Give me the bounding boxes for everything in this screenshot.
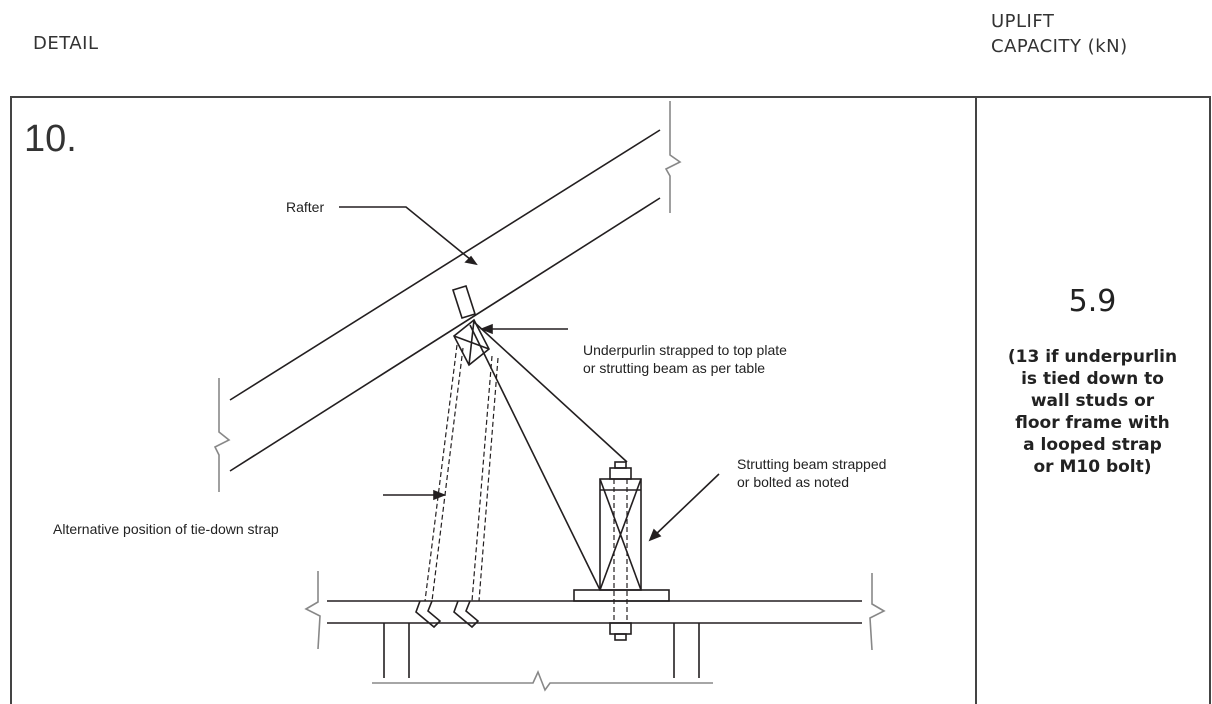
hook [415,600,442,629]
beam-base-plate [573,589,670,602]
top-plate [327,600,862,624]
strutting-beam-label: Strutting beam strapped or bolted as not… [737,455,886,491]
underpurlin [451,285,491,367]
capacity-note-line-6: or M10 bolt) [1033,457,1152,477]
capacity-note-line-2: is tied down to [1021,369,1164,389]
underpurlin-wedge [451,285,477,319]
rafter-label: Rafter [286,199,325,215]
rafter-bottom-break [213,378,231,492]
arrowhead [648,528,662,542]
strutting-label-line-1: Strutting beam strapped [737,456,887,472]
rafter [229,129,661,472]
plate-left-break [304,571,321,650]
break-symbols [213,101,886,692]
capacity-note-line-1: (13 if underpurlin [1007,347,1178,367]
table-right-border [1209,96,1211,704]
wall-studs [383,623,700,678]
rafter-bottom-edge [229,197,661,472]
capacity-note-line-5: a looped strap [1023,435,1162,455]
table-left-border [10,96,12,704]
hook [453,600,480,629]
rafter-top-edge [229,129,661,401]
uplift-capacity-note: (13 if underpurlin is tied down to wall … [976,346,1209,478]
bolt-tail [614,633,627,641]
struts [469,321,628,591]
rafter-leader [339,206,477,265]
table-column-divider [975,96,977,704]
bolt [609,461,632,641]
strutting-label-line-2: or bolted as noted [737,474,850,490]
uplift-header-line-1: UPLIFT [991,11,1055,32]
rafter-top-break [664,101,682,213]
strap-dashed [431,347,464,602]
strut-right [473,321,628,463]
plate-right-break [869,573,886,651]
strut-left [469,324,601,591]
bolt-nut-top [609,467,632,480]
underpurlin-label: Underpurlin strapped to top plate or str… [583,341,787,377]
uplift-capacity-value: 5.9 [1068,284,1117,319]
alternative-tie-down-strap [424,344,499,602]
underpurlin-label-line-2: or strutting beam as per table [583,360,766,376]
table-frame-top [10,96,1210,704]
beam-cross [599,478,642,591]
capacity-note-line-4: floor frame with [1015,413,1170,433]
strutting-beam-leader [652,473,720,538]
underpurlin-cross [468,319,475,366]
bolt-head [614,461,627,469]
arrowhead [464,255,478,266]
uplift-header-line-2: CAPACITY (kN) [991,36,1128,57]
underpurlin-label-line-1: Underpurlin strapped to top plate [583,342,787,358]
strap-hooks [415,600,480,629]
arrowhead [433,489,447,501]
strutting-beam [573,478,670,602]
floor-break [372,669,713,692]
column-header-detail: DETAIL [33,33,99,54]
bolt-nut-bottom [609,622,632,635]
leaders [339,206,720,542]
detail-number: 10. [24,118,77,160]
alternative-strap-label: Alternative position of tie-down strap [53,521,279,537]
arrowhead [479,323,493,335]
capacity-note-line-3: wall studs or [1030,391,1155,411]
strap-dashed [471,355,493,602]
strap-dashed [478,357,499,602]
strap-dashed [424,344,458,602]
column-header-uplift-capacity: UPLIFT CAPACITY (kN) [991,9,1128,59]
